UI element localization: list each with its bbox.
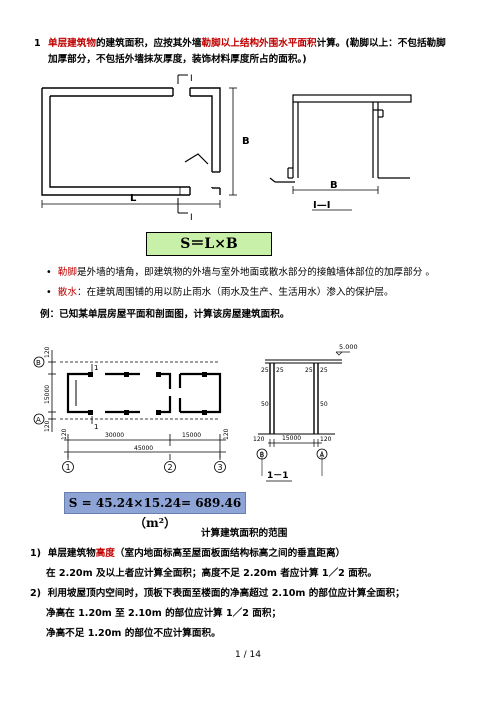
term-single-storey: 单层建筑物: [48, 38, 96, 49]
dim-15000-horizontal: 15000: [182, 432, 201, 439]
para1-number: 1: [34, 38, 41, 49]
dim-120-right: 120: [223, 428, 230, 440]
example-statement: 例：已知某单层房屋平面和剖面图，计算该房屋建筑面积。: [40, 309, 290, 320]
section-b-label: B: [330, 180, 338, 191]
sec-caption-1-1: 1－1: [267, 471, 289, 481]
para1-text-b: 计算。(勒脚以上：不包括勒脚: [316, 38, 446, 49]
item-1-number: 1): [30, 548, 42, 559]
example-section-drawing: [258, 351, 350, 482]
dim-l-label: L: [130, 193, 137, 204]
axis-b-label: B: [36, 359, 41, 367]
sec-dim-25-d: 25: [320, 367, 328, 374]
item-1-text-b: （室内地面标高至屋面板面结构标高之间的垂直距离）: [114, 548, 346, 559]
section-caption: I—I: [313, 200, 330, 211]
formula-area-box: S＝L×B: [146, 232, 272, 256]
axis-2-label: 2: [168, 463, 173, 472]
sec-dim-25-b: 25: [276, 367, 284, 374]
dim-15000-vertical: 15000: [44, 385, 51, 404]
section-mark-bottom: I: [190, 213, 193, 223]
section-drawing: [269, 94, 412, 183]
dim-120-left: 120: [61, 428, 68, 440]
dim-b-label-vertical: B: [242, 136, 250, 147]
item-1-detail: 在 2.20m 及以上者应计算全面积；高度不足 2.20m 者应计算 1／2 面…: [46, 568, 377, 579]
dim-120-top: 120: [44, 346, 51, 358]
plan-walls: [41, 87, 221, 196]
sec-axis-b-label: B: [260, 451, 265, 459]
dim-30000: 30000: [105, 432, 124, 439]
dim-120-bottom: 120: [44, 420, 51, 432]
axis-3-label: 3: [218, 463, 223, 472]
para1-line2: 加厚部分，不包括外墙抹灰厚度，装饰材料厚度所占的面积。): [48, 54, 307, 65]
bullet-apron-term: 散水: [57, 287, 77, 298]
elevation-5000: 5.000: [339, 343, 358, 351]
item-2-detail-a: 净高在 1.20m 至 2.10m 的部位应计算 1／2 面积；: [46, 608, 282, 619]
axis-1-label: 1: [66, 463, 71, 472]
para1-text-a: 的建筑面积，应按其外墙: [95, 38, 202, 49]
example-plan-walls: [66, 372, 222, 414]
para1-line1: 单层建筑物的建筑面积，应按其外墙勒脚以上结构外围水平面积计算。(勒脚以上：不包括…: [48, 37, 446, 50]
formula-result-box: S = 45.24×15.24= 689.46（m²）: [64, 492, 246, 530]
section-1-mark-top: 1: [94, 364, 98, 372]
bullet-dot-icon: •: [46, 267, 52, 278]
dim-45000: 45000: [134, 445, 153, 452]
section-1-mark-bottom: 1: [94, 423, 98, 431]
section-heading: 计算建筑面积的范围: [201, 528, 288, 539]
sec-dim-25-c: 25: [305, 367, 313, 374]
sec-axis-a-label: A: [320, 451, 325, 459]
formula-area-text: S＝L×B: [180, 236, 238, 252]
sec-dim-50-b: 50: [320, 401, 328, 408]
bullet-plinth-text: 是外墙的墙角，即建筑物的外墙与室外地面或散水部分的接触墙体部位的加厚部分 。: [76, 267, 435, 278]
term-above-plinth: 勒脚以上结构外围水平面积: [201, 38, 317, 49]
sec-dim-120-a: 120: [253, 436, 265, 443]
sec-dim-120-b: 120: [320, 436, 332, 443]
page-number: 1 / 14: [235, 650, 261, 660]
sec-dim-15000: 15000: [282, 435, 301, 442]
figure-example-plan-section: B A 1 2 3 120 15000 120 120 30000 15000 …: [33, 343, 358, 482]
item-1: 1) 单层建筑物高度（室内地面标高至屋面板面结构标高之间的垂直距离）: [30, 547, 345, 560]
item-2-number: 2): [30, 588, 42, 599]
item-2-detail-b: 净高不足 1.20m 的部位不应计算面积。: [46, 628, 221, 639]
sec-dim-25-a: 25: [261, 367, 269, 374]
sec-dim-50-a: 50: [261, 401, 269, 408]
bullet-plinth-term: 勒脚: [57, 267, 77, 278]
bullet-apron: • 散水：在建筑周围铺的用以防止雨水（雨水及生产、生活用水）渗入的保护层。: [46, 286, 394, 299]
item-2-text: 利用坡屋顶内空间时，顶板下表面至楼面的净高超过 2.10m 的部位应计算全面积；: [47, 588, 405, 599]
axis-a-label: A: [36, 416, 41, 424]
bullet-apron-text: ：在建筑周围铺的用以防止雨水（雨水及生产、生活用水）渗入的保护层。: [76, 287, 394, 298]
figure-plan-and-section: I I L B B I—I: [41, 74, 412, 223]
bullet-dot-icon: •: [46, 287, 52, 298]
section-mark-top: I: [190, 74, 193, 84]
item-1-term-height: 高度: [95, 548, 115, 559]
item-2: 2) 利用坡屋顶内空间时，顶板下表面至楼面的净高超过 2.10m 的部位应计算全…: [30, 587, 405, 600]
formula-result-text: S = 45.24×15.24= 689.46（m²）: [68, 496, 242, 530]
bullet-plinth: • 勒脚是外墙的墙角，即建筑物的外墙与室外地面或散水部分的接触墙体部位的加厚部分…: [46, 266, 435, 279]
item-1-text-a: 单层建筑物: [47, 548, 96, 559]
